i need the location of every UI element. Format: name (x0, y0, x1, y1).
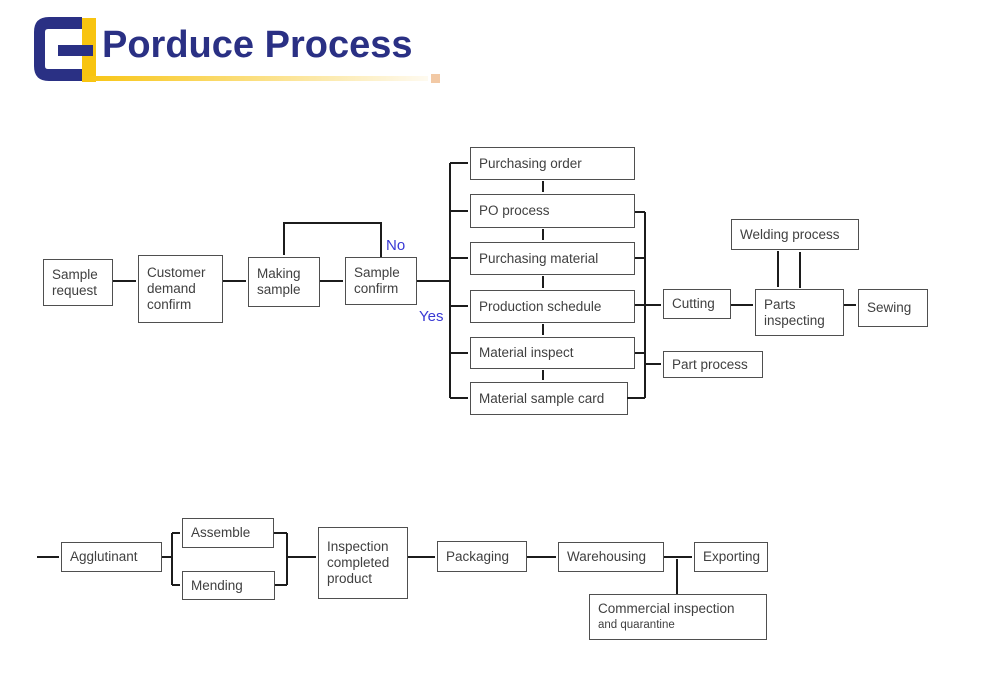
node-material-inspect: Material inspect (470, 337, 635, 369)
node-sample-confirm: Sample confirm (345, 257, 417, 305)
title-underline (82, 76, 428, 81)
commercial-inspection-line1: Commercial inspection (598, 601, 735, 616)
node-mending: Mending (182, 571, 275, 600)
node-packaging: Packaging (437, 541, 527, 572)
node-purchasing-order: Purchasing order (470, 147, 635, 180)
node-parts-inspecting: Parts inspecting (755, 289, 844, 336)
node-assemble: Assemble (182, 518, 274, 548)
node-cutting: Cutting (663, 289, 731, 319)
node-making-sample: Making sample (248, 257, 320, 307)
node-po-process: PO process (470, 194, 635, 228)
node-customer-demand-confirm: Customer demand confirm (138, 255, 223, 323)
node-inspection-completed-product: Inspection completed product (318, 527, 408, 599)
node-part-process: Part process (663, 351, 763, 378)
commercial-inspection-line2: and quarantine (598, 619, 675, 631)
node-material-sample-card: Material sample card (470, 382, 628, 415)
node-welding-process: Welding process (731, 219, 859, 250)
label-no: No (386, 237, 406, 254)
company-logo-icon (34, 17, 96, 82)
node-agglutinant: Agglutinant (61, 542, 162, 572)
label-yes: Yes (419, 308, 444, 325)
node-exporting: Exporting (694, 542, 768, 572)
node-commercial-inspection: Commercial inspection and quarantine (589, 594, 767, 640)
node-purchasing-material: Purchasing material (470, 242, 635, 275)
node-sample-request: Sample request (43, 259, 113, 306)
node-production-schedule: Production schedule (470, 290, 635, 323)
underline-accent-square (431, 74, 440, 83)
node-warehousing: Warehousing (558, 542, 664, 572)
page-title: Porduce Process (102, 24, 413, 66)
node-sewing: Sewing (858, 289, 928, 327)
